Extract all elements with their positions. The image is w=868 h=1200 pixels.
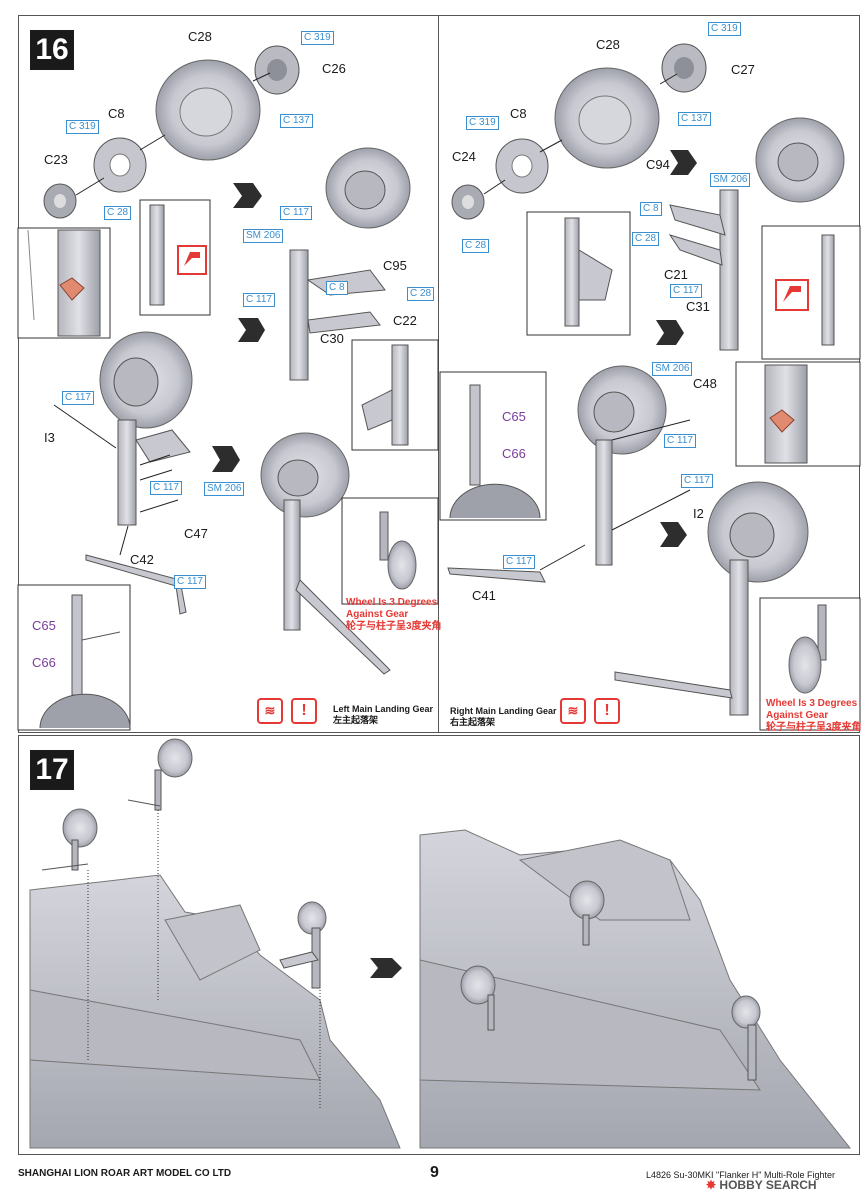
part-c26: C26 bbox=[322, 61, 346, 76]
step-17-number: 17 bbox=[30, 750, 74, 790]
tag-r-c137: C 137 bbox=[678, 112, 711, 126]
tag-c117-e: C 117 bbox=[174, 575, 206, 589]
tag-r-c117-b: C 117 bbox=[664, 434, 696, 448]
left-gear-title: Left Main Landing Gear 左主起落架 bbox=[333, 704, 434, 725]
part-c22: C22 bbox=[393, 313, 417, 328]
inset-part-c65-right: C65 bbox=[502, 409, 526, 424]
tag-r-c319-b: C 319 bbox=[466, 116, 499, 130]
part-c42: C42 bbox=[130, 552, 154, 567]
part-c8-left: C8 bbox=[108, 106, 125, 121]
tag-r-c28-a: C 28 bbox=[462, 239, 490, 253]
tag-r-sm206-a: SM 206 bbox=[710, 173, 751, 187]
part-c28-right: C28 bbox=[596, 37, 620, 52]
part-c48: C48 bbox=[693, 376, 717, 391]
footer-product: L4826 Su-30MKI "Flanker H" Multi-Role Fi… bbox=[646, 1170, 835, 1180]
tag-c319-b: C 319 bbox=[66, 120, 99, 134]
part-c47: C47 bbox=[184, 526, 208, 541]
tag-c319-a: C 319 bbox=[301, 31, 334, 45]
inset-part-c66-right: C66 bbox=[502, 446, 526, 461]
step-16-number: 16 bbox=[30, 30, 74, 70]
step-17-frame bbox=[18, 735, 860, 1155]
part-i2: I2 bbox=[693, 506, 704, 521]
inset-part-c65-left: C65 bbox=[32, 618, 56, 633]
caution-icon-right: ! bbox=[594, 698, 620, 724]
part-c94: C94 bbox=[646, 157, 670, 172]
tag-c137: C 137 bbox=[280, 114, 313, 128]
tag-c117-a: C 117 bbox=[280, 206, 312, 220]
tag-sm206-b: SM 206 bbox=[204, 482, 245, 496]
footer-page-number: 9 bbox=[430, 1164, 439, 1181]
tag-c28-b: C 28 bbox=[407, 287, 435, 301]
part-c23: C23 bbox=[44, 152, 68, 167]
right-gear-title: Right Main Landing Gear 右主起落架 bbox=[450, 706, 557, 727]
part-c31: C31 bbox=[686, 299, 710, 314]
wheel-angle-note-left: Wheel Is 3 Degrees Against Gear 轮子与柱子呈3度… bbox=[346, 597, 442, 632]
cement-icon-right: ≋ bbox=[560, 698, 586, 724]
tag-r-c28-b: C 28 bbox=[632, 232, 660, 246]
tag-r-c117-a: C 117 bbox=[670, 284, 702, 298]
part-c8-right: C8 bbox=[510, 106, 527, 121]
tag-r-sm206-b: SM 206 bbox=[652, 362, 693, 376]
caution-icon: ! bbox=[291, 698, 317, 724]
inset-part-c66-left: C66 bbox=[32, 655, 56, 670]
cement-icon: ≋ bbox=[257, 698, 283, 724]
part-c24: C24 bbox=[452, 149, 476, 164]
tag-sm206-a: SM 206 bbox=[243, 229, 284, 243]
part-c41: C41 bbox=[472, 588, 496, 603]
watermark-icon: ✸ bbox=[706, 1178, 717, 1192]
part-c95: C95 bbox=[383, 258, 407, 273]
part-c27: C27 bbox=[731, 62, 755, 77]
part-i3: I3 bbox=[44, 430, 55, 445]
tag-r-c117-d: C 117 bbox=[503, 555, 535, 569]
tag-r-c117-c: C 117 bbox=[681, 474, 713, 488]
part-c30: C30 bbox=[320, 331, 344, 346]
part-c21: C21 bbox=[664, 267, 688, 282]
part-c28-left: C28 bbox=[188, 29, 212, 44]
tag-c8-a: C 8 bbox=[326, 281, 348, 295]
wheel-angle-note-right: Wheel Is 3 Degrees Against Gear 轮子与柱子呈3度… bbox=[766, 698, 862, 733]
tag-r-c8: C 8 bbox=[640, 202, 662, 216]
tag-c28-a: C 28 bbox=[104, 206, 132, 220]
footer-company: SHANGHAI LION ROAR ART MODEL CO LTD bbox=[18, 1168, 232, 1179]
watermark-logo: ✸ HOBBY SEARCH bbox=[706, 1178, 817, 1192]
tag-r-c319-a: C 319 bbox=[708, 22, 741, 36]
tag-c117-d: C 117 bbox=[150, 481, 182, 495]
watermark-text: HOBBY SEARCH bbox=[719, 1178, 817, 1192]
tag-c117-c: C 117 bbox=[62, 391, 94, 405]
tag-c117-b: C 117 bbox=[243, 293, 275, 307]
